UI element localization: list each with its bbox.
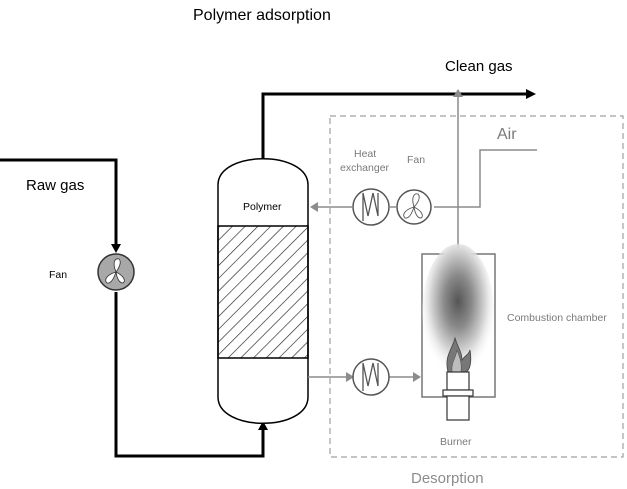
desorption-label: Desorption <box>411 470 484 487</box>
fan-icon <box>396 189 432 225</box>
combustion-chamber <box>421 244 496 398</box>
fan-icon <box>97 253 135 291</box>
burner-icon <box>442 371 474 421</box>
fan-label-right: Fan <box>407 154 425 166</box>
air-line <box>434 149 537 208</box>
desorbed-gas-arrow <box>346 372 354 382</box>
raw-gas-label: Raw gas <box>26 177 84 194</box>
feed-arrow <box>258 421 268 430</box>
burner-label: Burner <box>440 436 472 448</box>
combustion-glow <box>422 244 494 380</box>
heat-exchanger-label-line1: Heat <box>354 148 376 160</box>
fan-label-left: Fan <box>49 269 67 281</box>
polymer-label: Polymer <box>243 201 282 213</box>
raw-gas-inlet-line <box>0 158 118 246</box>
hot-air-arrow <box>310 202 318 212</box>
exhaust-arrow <box>453 89 463 97</box>
air-label: Air <box>497 126 517 143</box>
raw-gas-arrow <box>111 244 121 253</box>
diagram-title: Polymer adsorption <box>193 7 331 24</box>
heat-exchanger-label-line2: exchanger <box>340 162 390 174</box>
chamber-inlet-arrow <box>413 372 421 382</box>
flame-icon <box>446 336 472 373</box>
clean-gas-arrow <box>526 89 536 99</box>
heat-exchanger-icon <box>352 358 390 396</box>
polymer-bed <box>217 225 309 359</box>
heat-exchanger-icon <box>352 188 390 226</box>
combustion-chamber-label: Combustion chamber <box>507 312 607 324</box>
adsorber-vessel <box>217 158 309 424</box>
clean-gas-line <box>261 92 527 160</box>
clean-gas-label: Clean gas <box>445 58 513 75</box>
raw-gas-feed-line <box>114 292 265 458</box>
desorption-boundary <box>329 115 624 458</box>
